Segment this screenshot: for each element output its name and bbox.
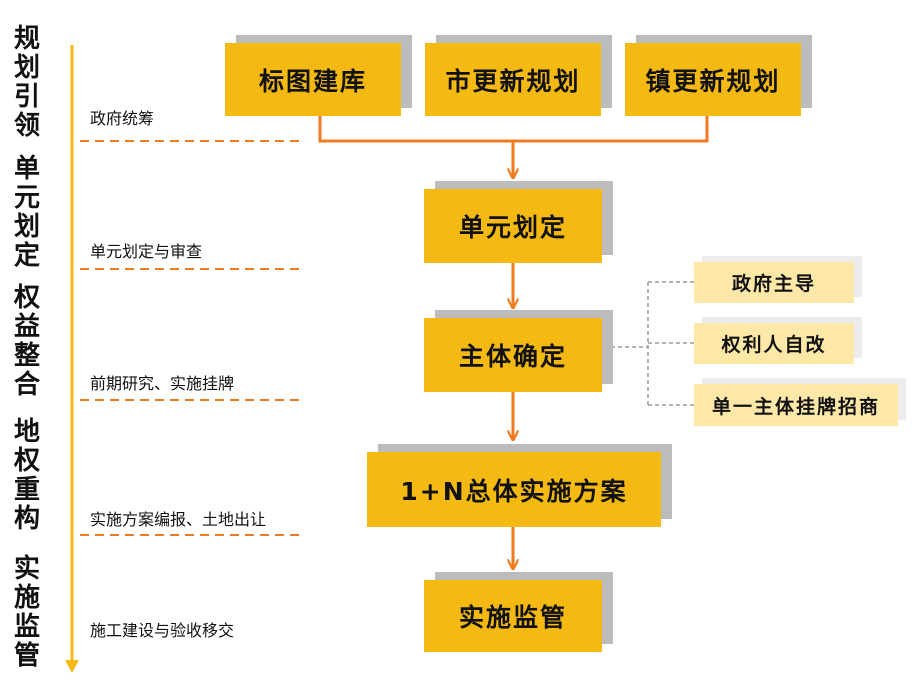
stage-title-supervision: 实施监管 (13, 554, 40, 671)
box-city-renewal-plan: 市更新规划 (425, 43, 601, 116)
stage-note-unit: 单元划定与审查 (90, 242, 203, 261)
box-unit-delineation: 单元划定 (424, 189, 602, 263)
stage-title-unit: 单元划定 (13, 154, 40, 271)
box-implementation-supervision: 实施监管 (424, 580, 602, 652)
option-single-subject-listing: 单一主体挂牌招商 (694, 384, 898, 426)
option-government-led: 政府主导 (694, 262, 854, 303)
stage-title-planning: 规划引领 (13, 24, 40, 141)
stage-note-supervision: 施工建设与验收移交 (90, 621, 235, 640)
box-mapping-database: 标图建库 (225, 43, 401, 116)
merge-connector (318, 116, 709, 143)
stage-note-planning: 政府统筹 (90, 109, 155, 128)
box-overall-implementation-plan: 1+N总体实施方案 (367, 452, 661, 527)
stage-note-rights: 前期研究、实施挂牌 (90, 374, 235, 393)
timeline-arrowhead (65, 660, 79, 673)
options-bracket (604, 281, 694, 406)
box-subject-determination: 主体确定 (424, 318, 602, 392)
stage-note-land: 实施方案编报、土地出让 (90, 510, 267, 529)
option-owner-self-renovation: 权利人自改 (694, 323, 854, 364)
stage-title-rights: 权益整合 (13, 283, 40, 400)
stage-title-land: 地权重构 (13, 417, 40, 534)
box-town-renewal-plan: 镇更新规划 (625, 43, 801, 116)
